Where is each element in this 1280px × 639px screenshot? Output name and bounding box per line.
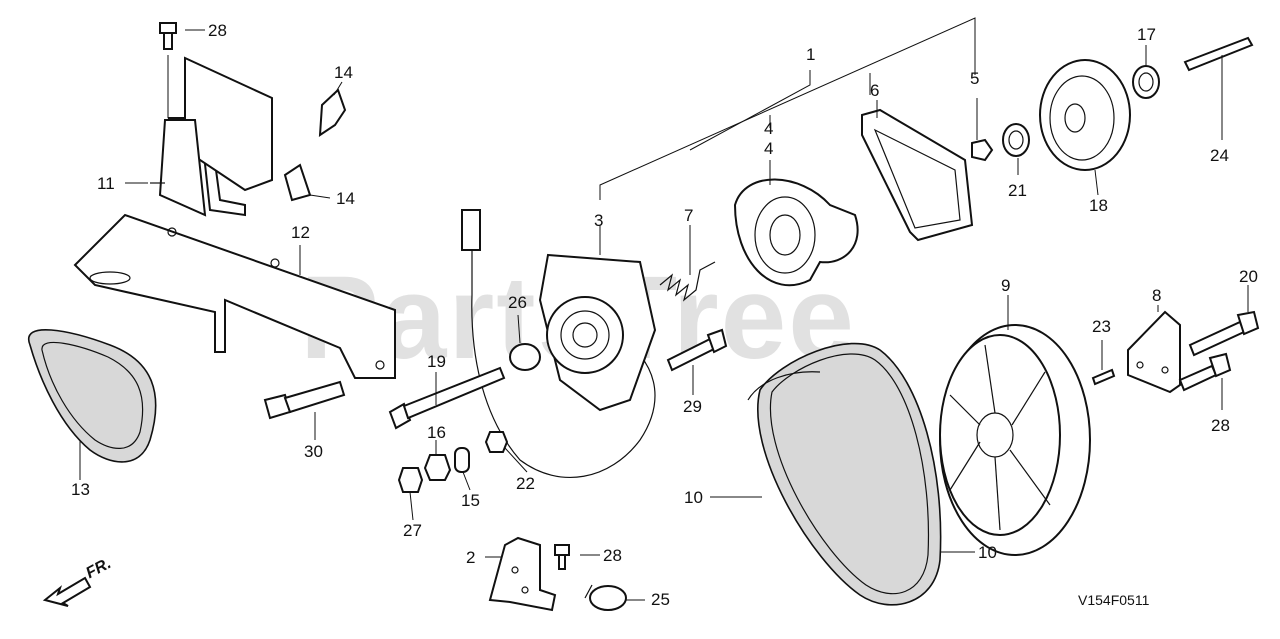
bolt-30 — [263, 380, 346, 420]
callout-11: 11 — [97, 174, 115, 193]
plate-8 — [1127, 310, 1181, 394]
callout-28-right: 28 — [1211, 416, 1230, 435]
callout-10-right: 10 — [978, 543, 997, 562]
callout-30: 30 — [304, 442, 323, 461]
callout-20: 20 — [1239, 267, 1258, 286]
pulley-4 — [733, 178, 859, 287]
callout-14-bottom: 14 — [336, 189, 355, 208]
bolt-20 — [1188, 310, 1260, 357]
callout-6: 6 — [870, 81, 880, 100]
bolt-29 — [666, 328, 728, 372]
small-parts — [397, 431, 509, 493]
callout-26: 26 — [508, 293, 527, 312]
pin-24 — [1183, 36, 1254, 72]
pulley-18 — [1039, 59, 1131, 171]
spring-7 — [659, 261, 716, 302]
bolt-19 — [388, 366, 506, 430]
callout-12: 12 — [291, 223, 310, 242]
callout-29: 29 — [683, 397, 702, 416]
pulley-9 — [939, 324, 1091, 556]
washer-21 — [1002, 123, 1030, 157]
callout-19: 19 — [427, 352, 446, 371]
bracket-2 — [488, 536, 557, 612]
callout-4: 4 — [764, 119, 774, 138]
washer-26 — [509, 343, 541, 371]
callout-1: 1 — [806, 45, 816, 64]
callout-24: 24 — [1210, 146, 1229, 165]
clamp-25 — [584, 584, 627, 611]
callout-28-bottom: 28 — [603, 546, 622, 565]
plate-12 — [73, 213, 396, 379]
callout-23: 23 — [1092, 317, 1111, 336]
callout-13: 13 — [71, 480, 90, 499]
callout-28-top: 28 — [208, 21, 227, 40]
callout-7: 7 — [684, 206, 694, 225]
wire-harness — [461, 209, 656, 479]
callout-10-left: 10 — [684, 488, 703, 507]
callout-17: 17 — [1137, 25, 1156, 44]
wing-nut-14 — [283, 88, 347, 202]
callout-21: 21 — [1008, 181, 1027, 200]
callout-18: 18 — [1089, 196, 1108, 215]
bolt-28-right — [1178, 352, 1232, 392]
direction-arrow — [42, 576, 92, 607]
belt-10 — [747, 342, 942, 606]
bolt-28-top — [159, 22, 177, 50]
bolt-28-bottom — [554, 544, 570, 570]
callout-25: 25 — [651, 590, 670, 609]
callout-3: 3 — [594, 211, 604, 230]
bracket-11 — [150, 56, 273, 217]
pin-23 — [1091, 368, 1116, 386]
washer-17 — [1132, 65, 1160, 99]
housing-3 — [538, 253, 657, 412]
nut-5 — [971, 138, 994, 162]
callout-16: 16 — [427, 423, 446, 442]
callout-8: 8 — [1152, 286, 1162, 305]
assembly-leader-1 — [599, 17, 976, 200]
callout-9: 9 — [1001, 276, 1011, 295]
callout-22: 22 — [516, 474, 535, 493]
callout-2: 2 — [466, 548, 476, 567]
cover-6 — [861, 108, 974, 242]
diagram-code: V154F0511 — [1078, 592, 1150, 608]
leader-lines — [79, 29, 1249, 601]
callout-15: 15 — [461, 491, 480, 510]
belt-13 — [27, 328, 157, 463]
callout-14-top: 14 — [334, 63, 353, 82]
callout-5: 5 — [970, 69, 980, 88]
callout-4-part: 4 — [764, 139, 774, 158]
callout-27: 27 — [403, 521, 422, 540]
